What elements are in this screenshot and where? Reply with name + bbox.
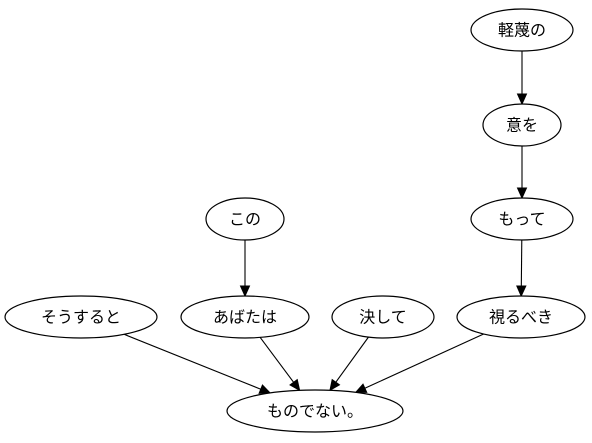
node-n4: この (205, 197, 285, 241)
node-ellipse (482, 103, 562, 147)
edge-n4-n6 (239, 240, 251, 298)
edge-line (123, 333, 261, 390)
node-n1: 軽蔑の (470, 8, 574, 52)
node-label: そうすると (41, 308, 121, 327)
node-label: あばたは (213, 308, 277, 327)
node-label: 軽蔑の (498, 21, 546, 40)
arrowhead (516, 93, 528, 106)
node-n6: あばたは (180, 295, 310, 339)
node-ellipse (4, 295, 158, 339)
edge-n2-n3 (516, 146, 528, 200)
node-ellipse (470, 197, 574, 241)
node-label: 視るべき (489, 308, 553, 327)
node-ellipse (470, 8, 574, 52)
arrowhead (516, 285, 527, 298)
node-label: もって (498, 210, 545, 229)
edge-line (364, 333, 484, 389)
node-label: この (229, 210, 261, 229)
edge-n6-n9 (259, 337, 301, 392)
node-n9: ものでない。 (226, 389, 404, 433)
node-ellipse (180, 295, 310, 339)
node-label: 意を (506, 116, 538, 135)
node-ellipse (205, 197, 285, 241)
node-ellipse (331, 295, 435, 339)
node-n8: 視るべき (456, 295, 586, 339)
edges-layer (123, 51, 528, 394)
edge-n5-n9 (123, 333, 272, 394)
arrowhead (289, 378, 301, 392)
arrowhead (516, 187, 528, 200)
node-label: 決して (359, 308, 407, 327)
node-label: ものでない。 (267, 402, 363, 421)
edge-line (259, 337, 295, 383)
edge-n7-n9 (329, 336, 369, 392)
arrowhead (258, 384, 272, 394)
node-n2: 意を (482, 103, 562, 147)
edge-n1-n2 (516, 51, 528, 106)
arrowhead (239, 285, 251, 298)
node-ellipse (456, 295, 586, 339)
node-ellipse (226, 389, 404, 433)
node-n5: そうすると (4, 295, 158, 339)
edge-line (335, 336, 369, 383)
arrowhead (354, 383, 368, 393)
edge-n8-n9 (354, 333, 484, 393)
arrowhead (329, 378, 341, 392)
node-n3: もって (470, 197, 574, 241)
edge-n3-n8 (516, 239, 527, 298)
node-n7: 決して (331, 295, 435, 339)
